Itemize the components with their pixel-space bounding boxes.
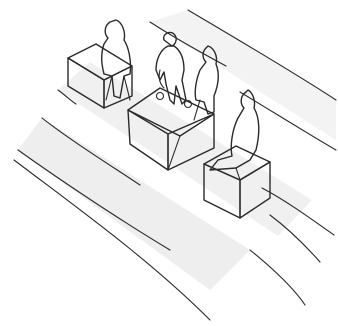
figure-standing-body <box>156 46 186 104</box>
cup-1 <box>157 93 164 100</box>
line-4 <box>250 250 305 305</box>
figure-middle-leg <box>194 100 200 120</box>
ground-bands <box>18 10 336 290</box>
